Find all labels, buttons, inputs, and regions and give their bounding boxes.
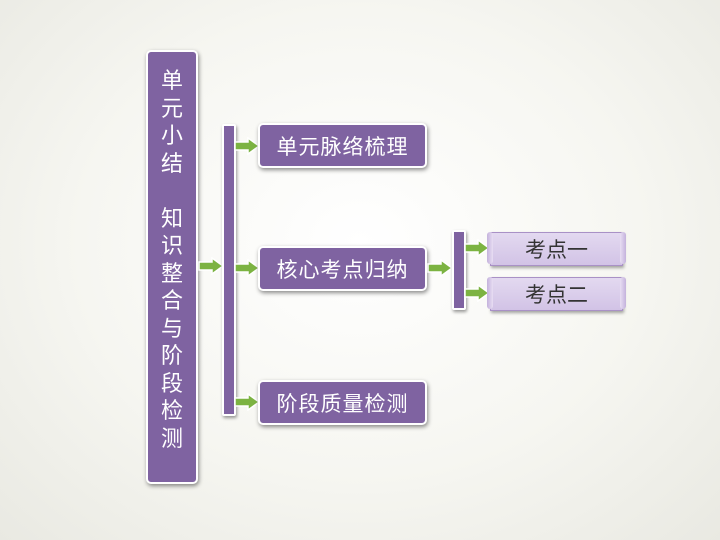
right-arrow-icon	[234, 137, 260, 155]
right-arrow-icon	[234, 259, 260, 277]
right-arrow-icon	[464, 284, 490, 302]
title-char: 识	[160, 234, 183, 259]
title-char: 与	[160, 316, 183, 342]
title-char: 元	[160, 96, 183, 122]
unit-title-column: 单 元 小 结 知 识 整 合 与 阶 段 检 测	[146, 50, 198, 484]
node-unit-outline[interactable]: 单元脉络梳理	[258, 123, 427, 168]
right-arrow-icon	[427, 259, 453, 277]
right-arrow-icon	[234, 393, 260, 411]
node-point-two-label: 考点二	[525, 283, 588, 307]
title-char: 知	[160, 206, 183, 232]
title-char: 单	[160, 69, 183, 94]
title-char: 合	[160, 289, 183, 314]
title-char: 检	[160, 399, 183, 424]
node-key-points[interactable]: 核心考点归纳	[258, 246, 427, 291]
node-point-two[interactable]: 考点二	[487, 277, 626, 311]
title-char: 测	[160, 426, 183, 452]
node-stage-test[interactable]: 阶段质量检测	[258, 380, 427, 425]
right-arrow-icon	[198, 257, 224, 275]
title-char: 段	[160, 371, 183, 397]
level2-connector-bar	[452, 230, 466, 310]
title-char: 结	[160, 151, 183, 177]
title-char: 小	[160, 124, 183, 149]
node-point-one[interactable]: 考点一	[487, 232, 626, 266]
right-arrow-icon	[464, 239, 490, 257]
node-point-one-label: 考点一	[525, 238, 588, 262]
title-char: 阶	[160, 344, 183, 369]
title-char: 整	[160, 261, 183, 287]
